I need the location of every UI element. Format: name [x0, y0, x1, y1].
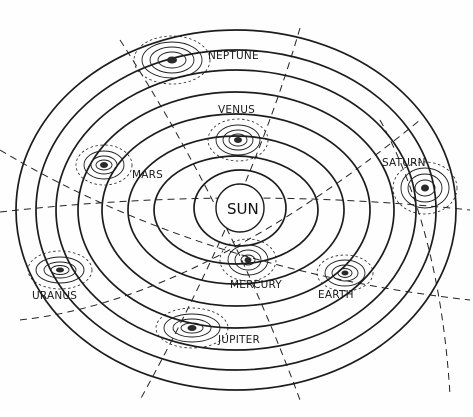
dashed-diagonal-line-3: [0, 149, 471, 301]
planet-mars: MARS: [75, 144, 163, 186]
sun-label: SUN: [227, 200, 259, 218]
orbit-ring-4: [77, 91, 395, 329]
orbit-ring-3: [55, 69, 417, 351]
orbit-ring-1: [15, 29, 457, 391]
sun-circle: [215, 183, 265, 233]
planet-label-mercury: MERCURY: [230, 279, 282, 291]
sun: SUN: [215, 183, 265, 233]
planet-uranus: URANUS: [27, 250, 93, 302]
planet-earth: EARTH: [316, 254, 374, 301]
dashed-diagonal-line-2: [119, 39, 301, 401]
dashed-right-line: [379, 119, 451, 396]
planet-venus: VENUS: [207, 104, 269, 162]
planet-mercury: MERCURY: [219, 238, 282, 291]
planet-label-earth: EARTH: [318, 289, 354, 301]
planet-label-mars: MARS: [132, 169, 163, 181]
planet-label-uranus: URANUS: [32, 290, 77, 302]
dashed-diagonal-line-4: [19, 119, 421, 321]
planet-label-saturn: SATURN: [382, 157, 426, 169]
planet-saturn: SATURN: [382, 157, 458, 215]
orbit-ring-2: [35, 49, 437, 371]
planet-jupiter: JUPITER: [155, 307, 260, 349]
planet-label-venus: VENUS: [218, 104, 255, 116]
planet-label-neptune: NEPTUNE: [208, 50, 259, 62]
orbit-ring-6: [127, 135, 345, 285]
dashed-horizontal-line: [0, 197, 471, 213]
planet-neptune: NEPTUNE: [133, 35, 259, 85]
orbit-ring-5: [101, 113, 371, 307]
planet-label-jupiter: JUPITER: [217, 334, 260, 346]
